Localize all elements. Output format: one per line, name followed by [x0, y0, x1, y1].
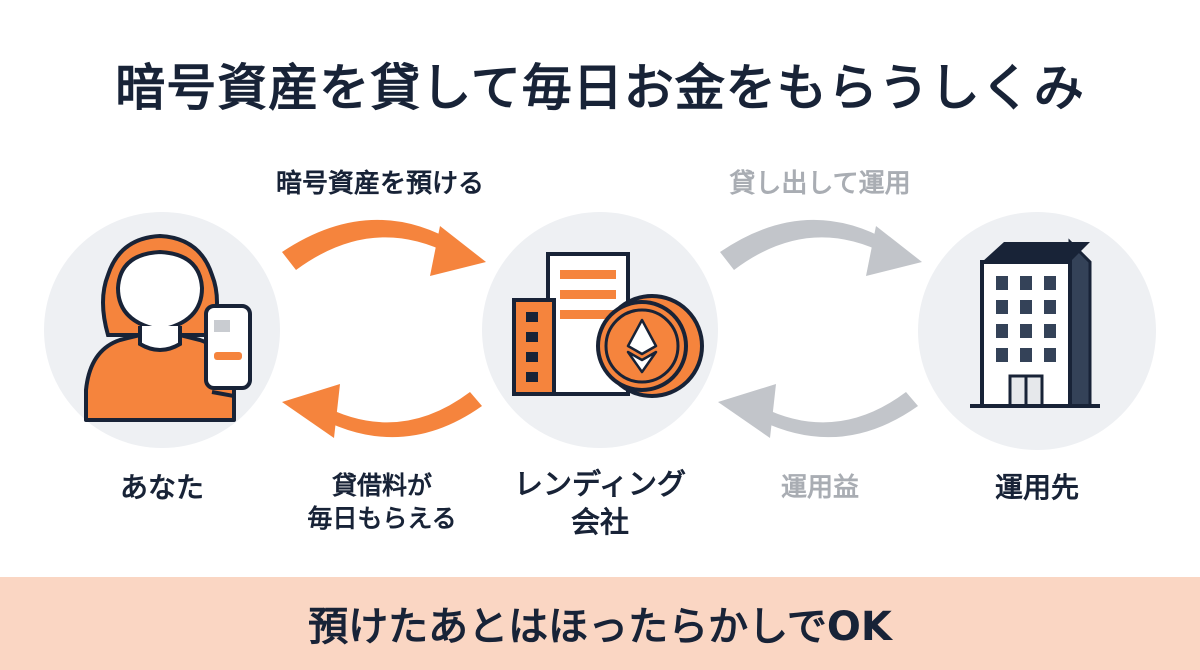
office-building-icon: [970, 238, 1100, 408]
footer-text: 預けたあとはほったらかしでOK: [308, 604, 892, 650]
building-coin-icon: [512, 252, 704, 398]
you-label: あなた: [119, 471, 204, 504]
profit-arrow: [718, 384, 918, 438]
lender-label-line2: 会社: [570, 504, 629, 539]
lend-out-arrow: [720, 219, 922, 276]
footer-banner: [0, 577, 1200, 670]
profit-label: 運用益: [780, 473, 859, 503]
deposit-label: 暗号資産を預ける: [275, 169, 484, 199]
fee-arrow: [282, 384, 482, 438]
fee-label: 貸借料が 毎日もらえる: [272, 470, 492, 535]
lend-out-label: 貸し出して運用: [729, 169, 911, 199]
lender-label-line1: レンディング: [514, 467, 686, 501]
deposit-arrow: [282, 219, 486, 276]
person-icon: [84, 233, 252, 422]
page-title: 暗号資産を貸して毎日お金をもらうしくみ: [115, 59, 1085, 117]
fee-label-line2: 毎日もらえる: [307, 503, 457, 533]
destination-label: 運用先: [994, 471, 1079, 504]
fee-label-line1: 貸借料が: [331, 471, 432, 500]
lender-label: レンディング 会社: [470, 466, 730, 541]
